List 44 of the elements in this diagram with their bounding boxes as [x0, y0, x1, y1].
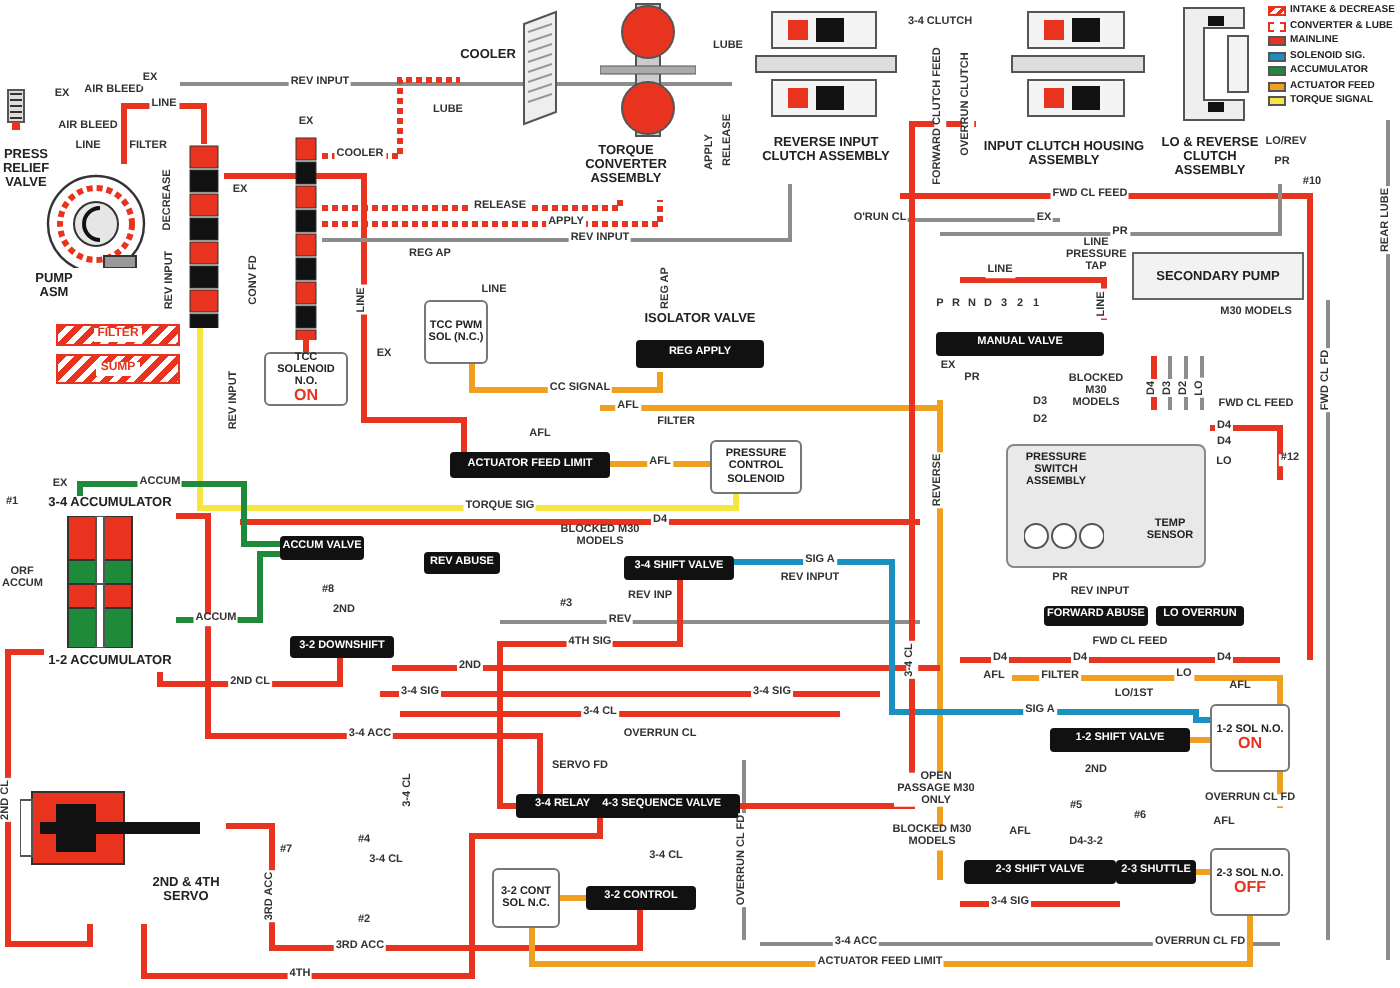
valve-body — [586, 886, 696, 910]
valve-body — [1156, 606, 1244, 626]
hydraulic-line — [610, 461, 710, 467]
valve-body — [450, 452, 610, 478]
solenoid-box — [1210, 848, 1290, 916]
state-label: ON — [294, 388, 318, 406]
hydraulic-line — [1196, 869, 1210, 875]
hydraulic-line — [497, 580, 683, 809]
hydraulic-line — [303, 340, 309, 352]
valve-body — [516, 794, 740, 818]
hydraulic-line — [176, 513, 543, 794]
hydraulic-line — [157, 658, 343, 687]
hydraulic-line — [322, 184, 792, 242]
hydraulic-line — [740, 121, 976, 809]
valve-body — [1116, 860, 1196, 884]
valve-body — [624, 556, 734, 580]
hydraulic-line — [77, 481, 280, 547]
valve-body — [280, 536, 364, 560]
hydraulic-line — [121, 103, 207, 164]
valve-body — [424, 552, 500, 574]
hydraulic-line — [322, 200, 663, 227]
valve-body — [964, 860, 1116, 884]
hydraulic-line — [560, 895, 586, 901]
valve-body — [936, 332, 1104, 356]
hydraulic-line — [734, 559, 1210, 723]
hydraulic-line — [1190, 737, 1210, 743]
state-label: ON — [1238, 735, 1262, 753]
hydraulic-line — [224, 173, 467, 452]
hydraulic-line — [141, 818, 603, 979]
solenoid-box — [264, 352, 348, 406]
filter-element — [56, 324, 180, 346]
solenoid-box — [1210, 704, 1290, 772]
valve-body — [290, 636, 394, 658]
hydraulic-line — [197, 328, 739, 511]
state-label: OFF — [1234, 879, 1266, 897]
solenoid-box — [492, 868, 560, 928]
hydraulic-line — [176, 551, 280, 623]
sump — [56, 354, 180, 384]
hydraulic-line — [5, 649, 93, 947]
pressure-switch-plate — [1006, 444, 1206, 568]
valve-body — [1050, 728, 1190, 752]
solenoid-box — [710, 440, 802, 494]
solenoid-box — [424, 300, 488, 364]
pump-housing — [1132, 252, 1304, 300]
